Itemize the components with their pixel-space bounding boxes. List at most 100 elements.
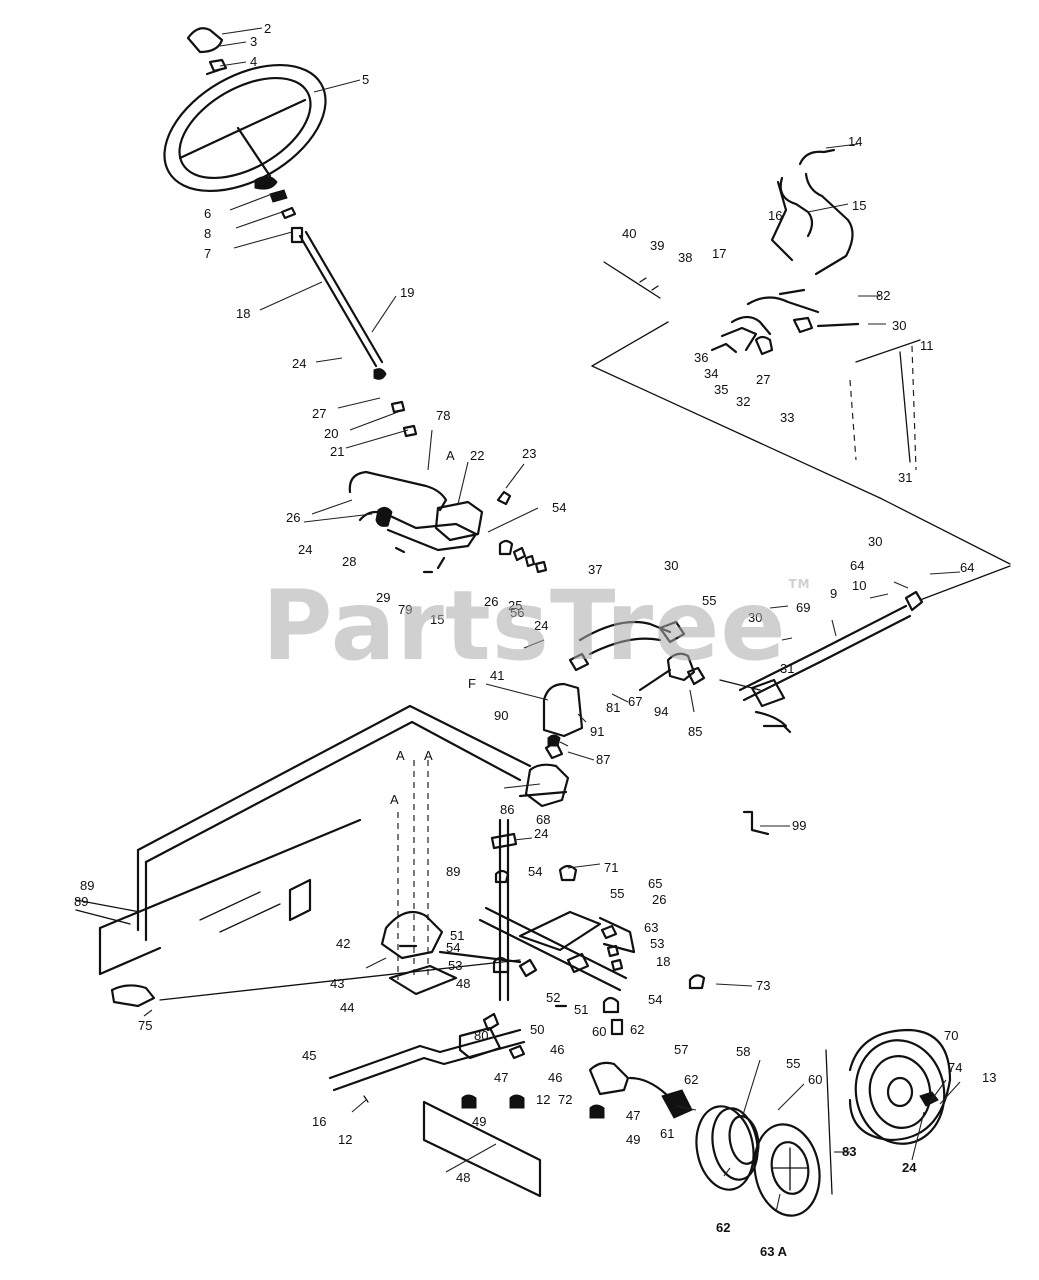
callout-48-a: 48: [456, 976, 470, 991]
callout-37: 37: [588, 562, 602, 577]
callout-54-a: 54: [552, 500, 566, 515]
callout-72: 72: [558, 1092, 572, 1107]
callout-34: 34: [704, 366, 718, 381]
callout-91: 91: [590, 724, 604, 739]
callout-57: 57: [674, 1042, 688, 1057]
callout-23: 23: [522, 446, 536, 461]
frame-box: [75, 704, 532, 1008]
callout-7: 7: [204, 246, 211, 261]
callout-54-b: 54: [528, 864, 542, 879]
callout-10: 10: [852, 578, 866, 593]
callout-19: 19: [400, 285, 414, 300]
callout-53-a: 53: [650, 936, 664, 951]
callout-30-a: 30: [892, 318, 906, 333]
callout-44: 44: [340, 1000, 354, 1015]
callout-55-c: 55: [786, 1056, 800, 1071]
callout-15-b: 15: [852, 198, 866, 213]
callout-11: 11: [920, 338, 934, 353]
callout-51-c: 51: [574, 1002, 588, 1017]
callout-17: 17: [712, 246, 726, 261]
callout-83: 83: [842, 1144, 856, 1159]
callout-28: 28: [342, 554, 356, 569]
callout-21-a: 21: [330, 444, 344, 459]
callout-82: 82: [876, 288, 890, 303]
callout-46-b: 46: [548, 1070, 562, 1085]
callout-56-a: 56: [510, 605, 524, 620]
callout-12-a: 12: [536, 1092, 550, 1107]
callout-90: 90: [494, 708, 508, 723]
callout-36: 36: [694, 350, 708, 365]
right-shaft-assembly: [719, 565, 1011, 734]
callout-16: 16: [768, 208, 782, 223]
callout-63A: 63 A: [760, 1244, 788, 1259]
callout-89-c: 89: [446, 864, 460, 879]
callout-2: 2: [264, 21, 271, 36]
callout-65: 65: [648, 876, 662, 891]
callout-75: 75: [138, 1018, 152, 1033]
callout-24-a: 24: [292, 356, 306, 371]
callout-25: 25: [508, 598, 522, 613]
callout-32: 32: [736, 394, 750, 409]
callout-26-b: 26: [484, 594, 498, 609]
callout-43: 43: [330, 976, 344, 991]
callout-74: 74: [948, 1060, 962, 1075]
callout-52: 52: [546, 990, 560, 1005]
callout-27-a: 27: [312, 406, 326, 421]
callout-A-1: A: [446, 448, 455, 463]
callout-89-a: 89: [80, 878, 94, 893]
callout-82-pulley: 62: [716, 1220, 730, 1235]
callout-70: 70: [944, 1028, 958, 1043]
center-linkage: [490, 620, 706, 1002]
steering-support-bracket: [348, 470, 548, 574]
callout-64-a: 64: [850, 558, 864, 573]
callout-63: 63: [644, 920, 658, 935]
callout-48-b: 48: [456, 1170, 470, 1185]
callout-39-a: 39: [650, 238, 664, 253]
callout-14: 14: [848, 134, 862, 149]
callout-3: 3: [250, 34, 257, 49]
callout-24-c: 24: [534, 618, 548, 633]
callout-85: 85: [688, 724, 702, 739]
callout-46-a: 46: [550, 1042, 564, 1057]
callout-9: 9: [830, 586, 837, 601]
pedal-linkage: [328, 1012, 672, 1198]
callout-33: 33: [780, 410, 794, 425]
callout-F: F: [468, 676, 476, 691]
callout-12-b: 12: [338, 1132, 352, 1147]
pulley-and-wheel: [661, 1028, 952, 1217]
frame-plate-outline: [591, 321, 1011, 565]
callout-18-b: 18: [656, 954, 670, 969]
callout-61: 61: [660, 1126, 674, 1141]
callout-26-c: 26: [652, 892, 666, 907]
callout-86: 86: [500, 802, 514, 817]
callout-29: 29: [376, 590, 390, 605]
callout-89-b: 89: [74, 894, 88, 909]
callout-67: 67: [628, 694, 642, 709]
callout-54-c: 54: [446, 940, 460, 955]
lower-drive-assembly: [438, 906, 706, 1036]
callout-55-b: 55: [610, 886, 624, 901]
callout-47-b: 47: [626, 1108, 640, 1123]
callout-30-b: 30: [868, 534, 882, 549]
callout-A-2: A: [396, 748, 405, 763]
callout-60-b: 60: [808, 1072, 822, 1087]
callout-38: 38: [678, 250, 692, 265]
callout-31-a: 31: [898, 470, 912, 485]
callout-26-a: 26: [286, 510, 300, 525]
callout-40: 40: [622, 226, 636, 241]
callout-16-b: 16: [312, 1114, 326, 1129]
callout-5: 5: [362, 72, 369, 87]
callout-55-a: 55: [702, 593, 716, 608]
callout-45: 45: [302, 1048, 316, 1063]
callout-30-d: 30: [664, 558, 678, 573]
callout-15-a: 15: [430, 612, 444, 627]
callout-labels: 2 3 4 5 6 8 7 18 19 24 27 20 21 78 A 22 …: [74, 21, 996, 1259]
callout-80: 80: [474, 1028, 488, 1043]
callout-A-3: A: [424, 748, 433, 763]
callout-64-b: 64: [960, 560, 974, 575]
steering-wheel: [163, 27, 418, 438]
callout-68: 68: [536, 812, 550, 827]
callout-6: 6: [204, 206, 211, 221]
callout-49-b: 49: [626, 1132, 640, 1147]
